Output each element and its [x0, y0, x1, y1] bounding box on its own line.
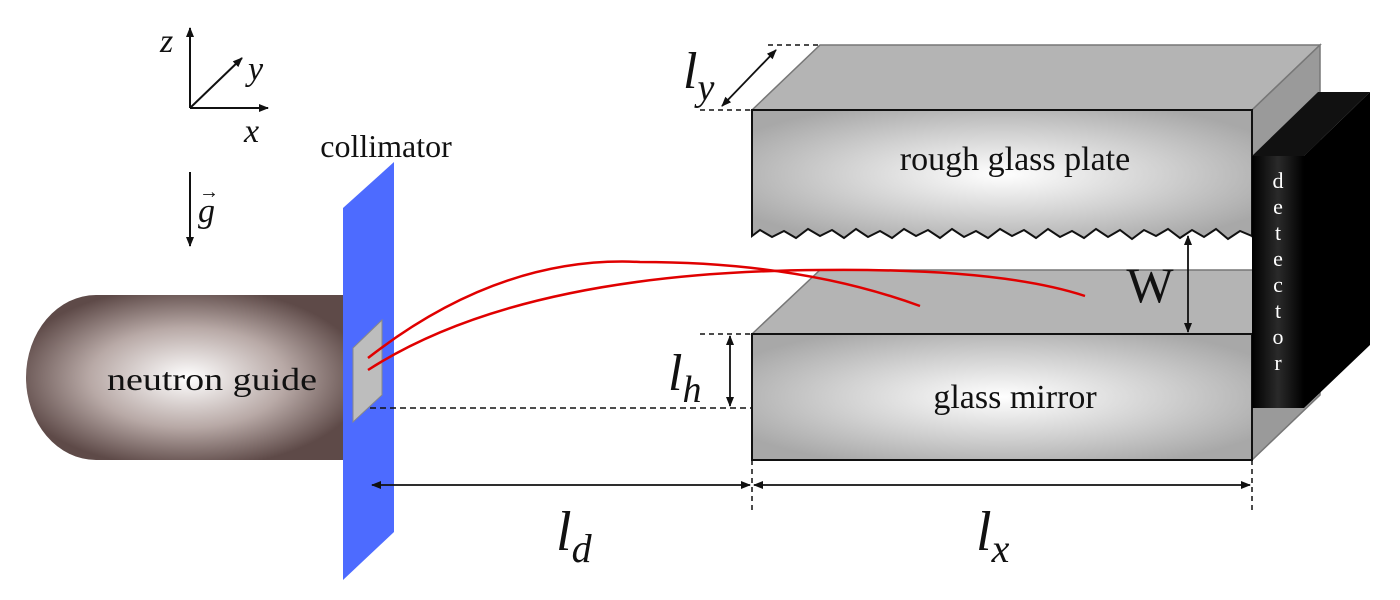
- rough-glass-plate: rough glass plate: [750, 43, 1322, 241]
- ly-base: l: [683, 43, 697, 100]
- detector-letter: r: [1274, 350, 1282, 375]
- lx-sub: x: [991, 526, 1010, 571]
- collimator: collimator: [320, 128, 452, 580]
- detector-letter: t: [1275, 220, 1281, 245]
- gap-width-label: W: [1126, 257, 1174, 313]
- svg-text:ly: ly: [683, 43, 714, 109]
- detector-letter: c: [1273, 272, 1283, 297]
- lh-sub: h: [682, 369, 701, 411]
- axis-x-label: x: [243, 113, 259, 150]
- trajectory-2: [367, 268, 1086, 372]
- axis-y-label: y: [245, 51, 264, 88]
- lx-base: l: [976, 501, 992, 563]
- gravity-symbol: g: [198, 193, 215, 230]
- glass-mirror: glass mirror: [750, 268, 1322, 462]
- collimator-slit: [352, 318, 383, 424]
- ly-sub: y: [693, 67, 714, 109]
- neutron-trajectories: [367, 260, 1086, 372]
- coordinate-axes: z y x: [159, 23, 269, 150]
- ld-lx-dimensions: ld lx: [371, 460, 1253, 571]
- detector-letter: d: [1273, 168, 1284, 193]
- glass-mirror-label: glass mirror: [933, 379, 1097, 416]
- neutron-guide: neutron guide: [26, 295, 351, 460]
- gap-dimension: W: [1126, 235, 1192, 333]
- gravity-vector-arrow: →: [199, 181, 219, 203]
- svg-text:ld: ld: [556, 501, 593, 571]
- detector-letter: e: [1273, 246, 1283, 271]
- collimator-label: collimator: [320, 128, 452, 164]
- neutron-guide-label: neutron guide: [107, 361, 317, 397]
- rough-glass-plate-label: rough glass plate: [900, 141, 1130, 178]
- detector-letter: o: [1273, 324, 1284, 349]
- svg-text:lh: lh: [668, 345, 701, 411]
- axis-z-label: z: [159, 23, 173, 60]
- detector-letter: t: [1275, 298, 1281, 323]
- lh-base: l: [668, 345, 682, 402]
- ld-base: l: [556, 501, 572, 563]
- ld-sub: d: [572, 526, 593, 571]
- ly-dimension: ly: [683, 43, 820, 111]
- trajectory-1: [367, 260, 921, 359]
- gravity-indicator: g →: [186, 172, 219, 247]
- lh-dimension: lh: [668, 333, 752, 411]
- detector-letter: e: [1273, 194, 1283, 219]
- svg-text:lx: lx: [976, 501, 1010, 571]
